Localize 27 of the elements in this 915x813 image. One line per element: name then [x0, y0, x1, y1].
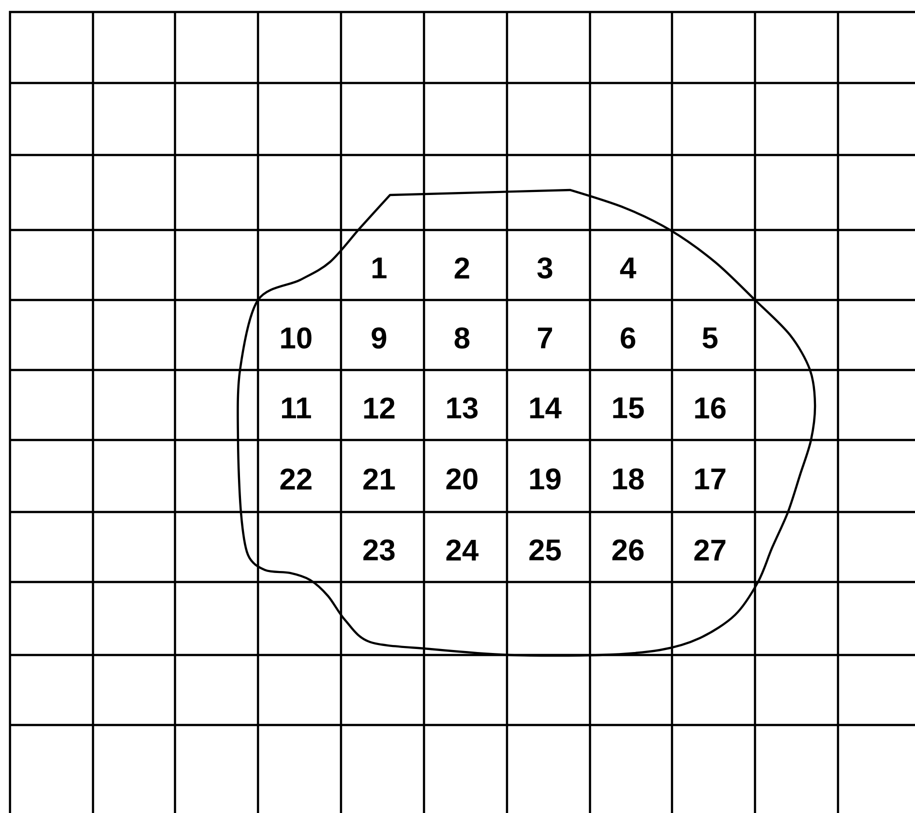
- cell-number: 25: [529, 539, 561, 561]
- cell-number: 1: [372, 258, 387, 278]
- cell-number: 8: [454, 327, 470, 349]
- cell-number: 15: [613, 398, 644, 418]
- cell-number: 14: [530, 398, 562, 418]
- cell-number: 26: [612, 539, 644, 561]
- cell-number: 3: [537, 257, 552, 279]
- cell-number: 17: [695, 468, 726, 490]
- cell-number: 22: [280, 468, 312, 490]
- cell-number: 13: [447, 397, 478, 419]
- cell-number: 16: [695, 397, 726, 419]
- cell-number: 19: [530, 468, 561, 490]
- cell-number: 4: [620, 258, 636, 278]
- cell-number: 12: [364, 398, 394, 418]
- cell-number: 9: [372, 327, 386, 349]
- cell-number: 21: [363, 468, 395, 490]
- cell-number: 11: [282, 398, 312, 418]
- cell-number: 2: [454, 258, 470, 278]
- cell-number: 24: [446, 540, 479, 560]
- cell-number: 18: [613, 468, 644, 490]
- cell-number: 6: [620, 327, 636, 349]
- cell-number: 27: [694, 540, 726, 560]
- cell-number: 7: [538, 328, 552, 348]
- cell-number: 5: [702, 328, 718, 348]
- cell-number: 20: [446, 468, 478, 490]
- cell-number: 10: [281, 327, 312, 349]
- cell-number: 23: [363, 539, 395, 561]
